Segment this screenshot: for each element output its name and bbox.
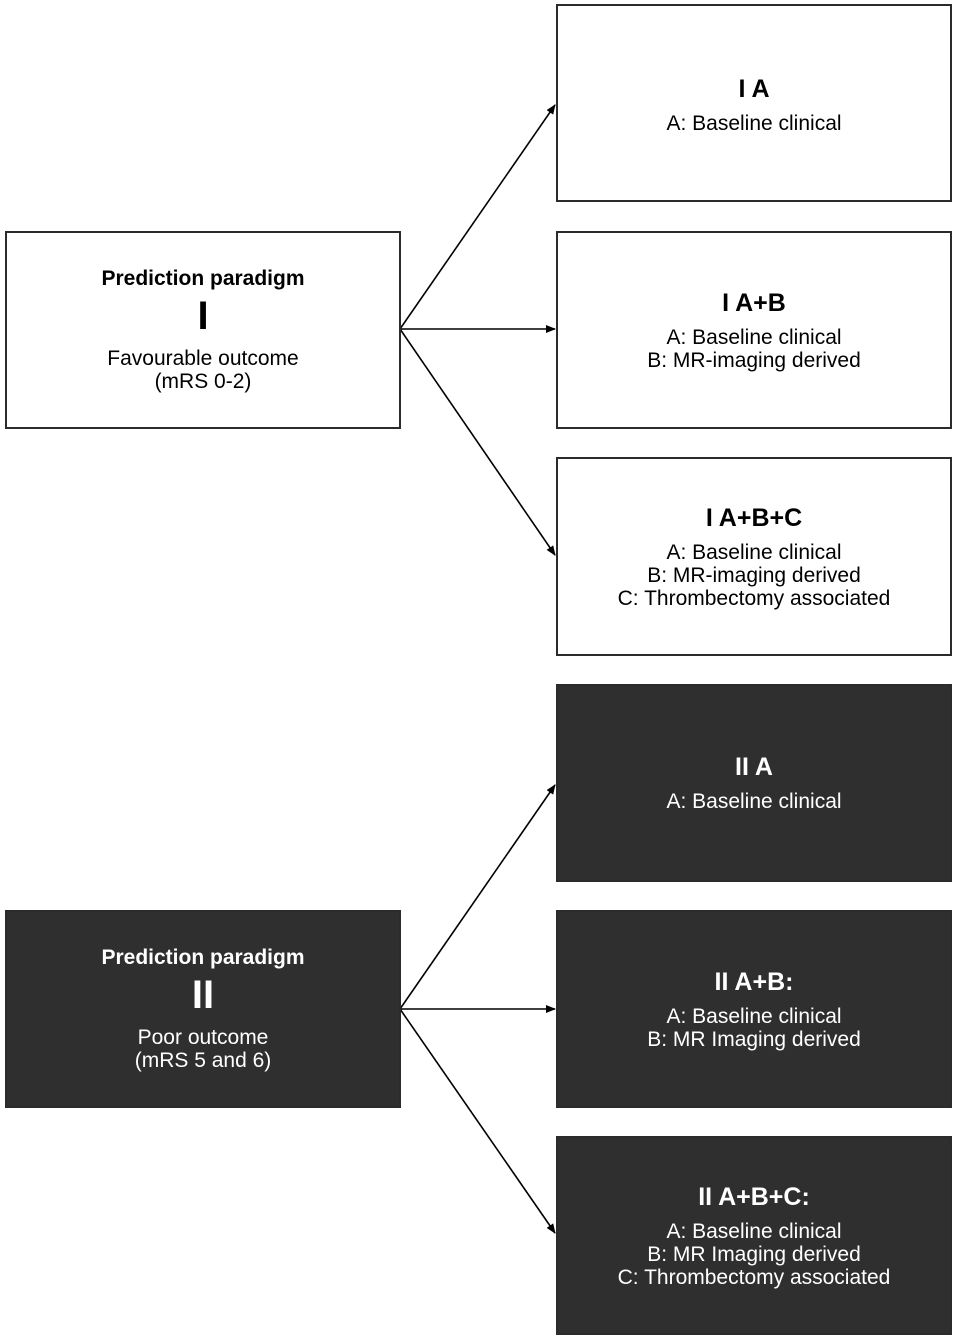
model-box-iabc: I A+B+C A: Baseline clinical B: MR-imagi… (556, 457, 952, 656)
model-line: A: Baseline clinical (666, 326, 842, 349)
paradigm-1-outcome-line2: (mRS 0-2) (154, 370, 252, 393)
model-title-ia: I A (738, 75, 770, 103)
paradigm-1-heading: Prediction paradigm (101, 267, 305, 290)
paradigm-2-box: Prediction paradigm II Poor outcome (mRS… (5, 910, 401, 1108)
model-line: A: Baseline clinical (666, 1005, 842, 1028)
arrow-p1-to-ia (399, 104, 556, 330)
model-title-iia: II A (735, 753, 773, 781)
paradigm-2-outcome-line1: Poor outcome (137, 1026, 269, 1049)
paradigm-1-outcome: Favourable outcome (mRS 0-2) (107, 347, 298, 393)
model-line: B: MR-imaging derived (647, 564, 861, 587)
model-box-iiabc: II A+B+C: A: Baseline clinical B: MR Ima… (556, 1136, 952, 1335)
model-line: A: Baseline clinical (666, 112, 842, 135)
arrow-p2-to-iia (399, 784, 556, 1010)
model-box-iab: I A+B A: Baseline clinical B: MR-imaging… (556, 231, 952, 429)
model-line: A: Baseline clinical (666, 1220, 842, 1243)
model-line: C: Thrombectomy associated (617, 1266, 891, 1289)
model-line: B: MR-imaging derived (647, 349, 861, 372)
model-lines-iiabc: A: Baseline clinical B: MR Imaging deriv… (618, 1220, 891, 1289)
paradigm-2-numeral: II (191, 973, 215, 1017)
model-line: A: Baseline clinical (666, 790, 842, 813)
model-line: B: MR Imaging derived (647, 1028, 861, 1051)
model-title-iabc: I A+B+C (705, 504, 803, 532)
model-lines-iab: A: Baseline clinical B: MR-imaging deriv… (647, 326, 861, 372)
model-lines-iiab: A: Baseline clinical B: MR Imaging deriv… (647, 1005, 861, 1051)
model-lines-iabc: A: Baseline clinical B: MR-imaging deriv… (618, 541, 891, 610)
arrow-p1-to-iabc (399, 328, 556, 556)
paradigm-1-box: Prediction paradigm I Favourable outcome… (5, 231, 401, 429)
model-title-iab: I A+B (722, 289, 786, 317)
model-lines-ia: A: Baseline clinical (666, 112, 841, 135)
model-box-iia: II A A: Baseline clinical (556, 684, 952, 882)
model-title-iiab: II A+B: (714, 968, 794, 996)
model-line: B: MR Imaging derived (647, 1243, 861, 1266)
model-title-iiabc: II A+B+C: (698, 1183, 810, 1211)
arrow-p2-to-iiabc (399, 1008, 556, 1234)
model-box-iiab: II A+B: A: Baseline clinical B: MR Imagi… (556, 910, 952, 1108)
paradigm-2-outcome: Poor outcome (mRS 5 and 6) (135, 1026, 272, 1072)
model-box-ia: I A A: Baseline clinical (556, 4, 952, 202)
paradigm-1-outcome-line1: Favourable outcome (107, 347, 299, 370)
model-line: C: Thrombectomy associated (617, 587, 891, 610)
paradigm-2-outcome-line2: (mRS 5 and 6) (134, 1049, 272, 1072)
paradigm-1-numeral: I (197, 294, 209, 338)
model-lines-iia: A: Baseline clinical (666, 790, 841, 813)
paradigm-2-heading: Prediction paradigm (101, 946, 305, 969)
model-line: A: Baseline clinical (666, 541, 842, 564)
